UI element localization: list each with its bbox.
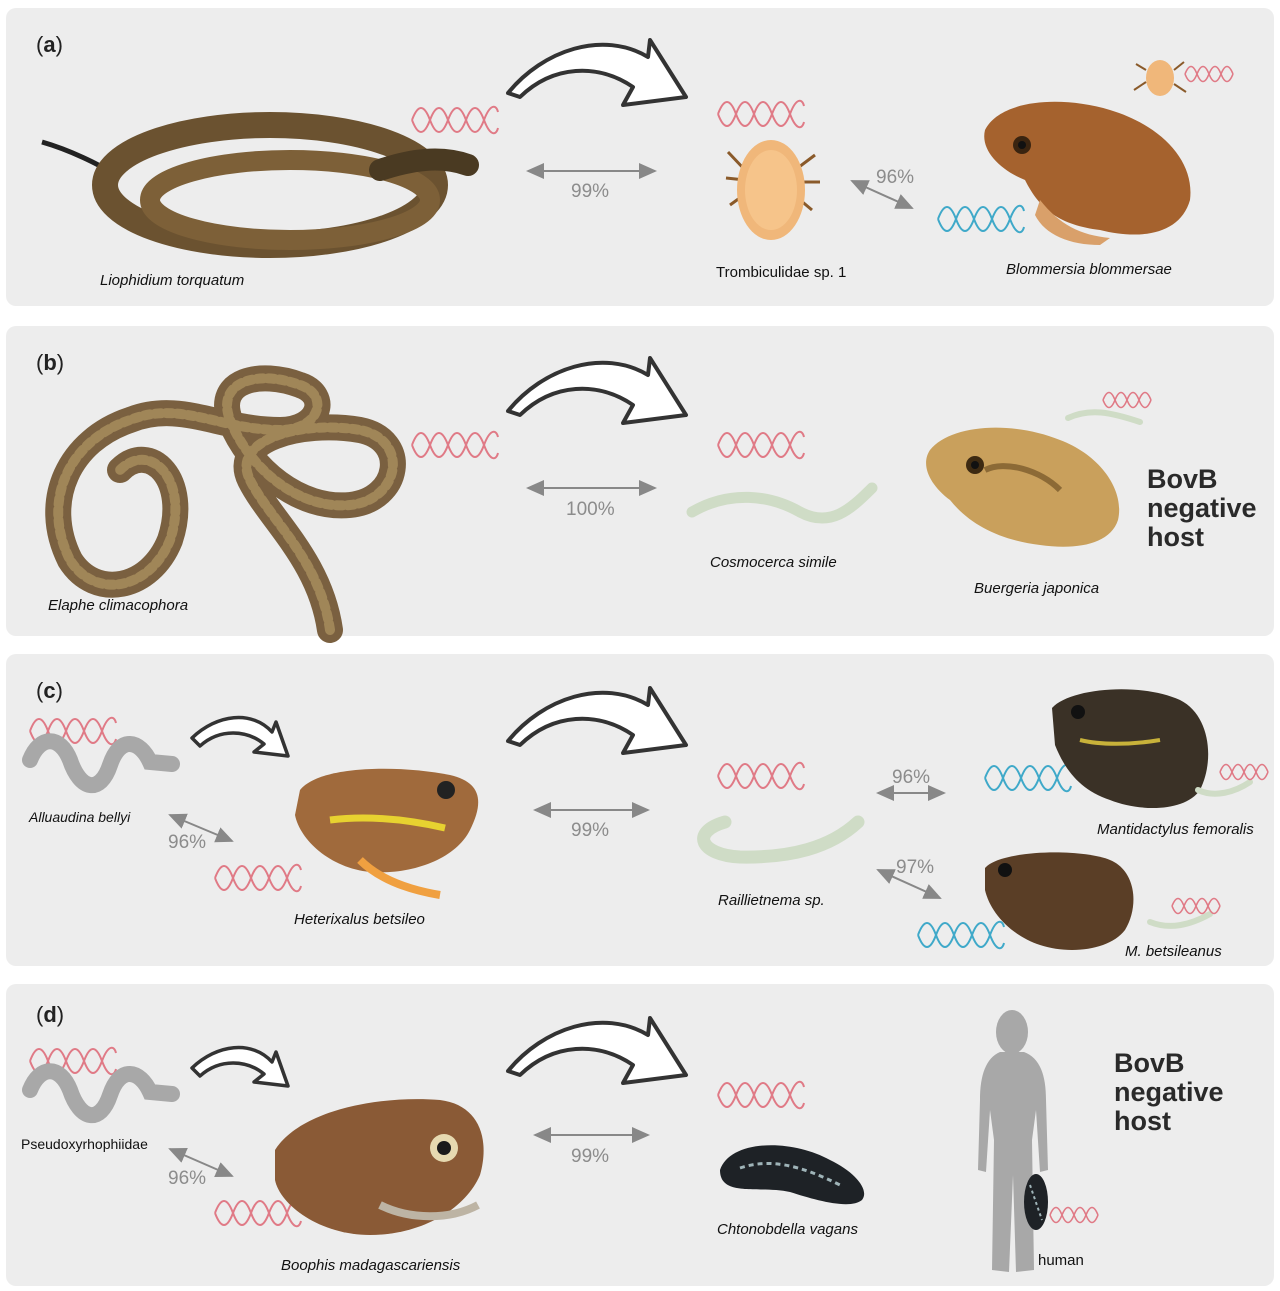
dna-wave-icon: [215, 1200, 301, 1227]
caption-trombiculidae: Trombiculidae sp. 1: [716, 264, 846, 281]
dna-wave-icon: [1172, 899, 1220, 914]
mite-image: [726, 140, 820, 240]
bovb-negative-host-label: BovB negative host: [1114, 1049, 1224, 1136]
caption-heterixalus: Heterixalus betsileo: [294, 911, 425, 928]
frog-buergeria-image: [926, 428, 1119, 547]
frog-boophis-image: [275, 1099, 484, 1235]
panel-d-label: (d): [36, 1002, 64, 1028]
mite-small-image: [1134, 60, 1186, 96]
dna-wave-icon: [1103, 393, 1151, 408]
transfer-arrow-icon: [508, 358, 686, 423]
snake-liophidium-image: [42, 125, 468, 245]
leech-on-human-image: [1024, 1174, 1048, 1230]
snake-elaphe-image: [58, 378, 393, 630]
human-silhouette-icon: [978, 1010, 1048, 1272]
percent-identity: 96%: [168, 832, 206, 854]
caption-liophidium: Liophidium torquatum: [100, 272, 244, 289]
dna-wave-icon: [718, 1082, 804, 1109]
percent-identity: 99%: [571, 181, 609, 203]
caption-alluaudina: Alluaudina bellyi: [29, 809, 130, 825]
dna-wave-icon: [412, 432, 498, 459]
percent-identity: 96%: [168, 1168, 206, 1190]
caption-mantidactylus-femoralis: Mantidactylus femoralis: [1097, 821, 1254, 838]
transfer-arrow-icon: [192, 718, 288, 756]
dna-wave-icon: [1220, 765, 1268, 780]
transfer-arrow-icon: [192, 1048, 288, 1086]
bovb-negative-host-label: BovB negative host: [1147, 465, 1257, 552]
nematode-small-image: [1198, 782, 1250, 794]
caption-m-betsileanus: M. betsileanus: [1125, 943, 1222, 960]
caption-blommersia: Blommersia blommersae: [1006, 261, 1172, 278]
caption-elaphe: Elaphe climacophora: [48, 597, 188, 614]
frog-mantidactylus-femoralis-image: [1052, 689, 1208, 808]
caption-human: human: [1038, 1252, 1084, 1269]
dna-wave-icon: [1050, 1208, 1098, 1223]
percent-identity: 96%: [892, 767, 930, 789]
dna-wave-icon: [718, 101, 804, 128]
transfer-arrow-icon: [508, 40, 686, 105]
caption-cosmocerca: Cosmocerca simile: [710, 554, 837, 571]
caption-boophis: Boophis madagascariensis: [281, 1257, 460, 1274]
frog-heterixalus-image: [295, 769, 478, 895]
dna-wave-icon: [938, 206, 1024, 233]
transfer-arrow-icon: [508, 688, 686, 753]
percent-identity: 97%: [896, 857, 934, 879]
nematode-small-image: [1150, 914, 1210, 926]
dna-wave-icon: [985, 765, 1071, 792]
percent-identity: 99%: [571, 1146, 609, 1168]
snake-silhouette-icon: [30, 1071, 172, 1115]
panel-a-label: (a): [36, 32, 63, 58]
caption-raillietnema: Raillietnema sp.: [718, 892, 825, 909]
transfer-arrow-icon: [508, 1018, 686, 1083]
percent-identity: 99%: [571, 820, 609, 842]
percent-identity: 96%: [876, 167, 914, 189]
nematode-cosmocerca-image: [692, 488, 872, 518]
panel-b-label: (b): [36, 350, 64, 376]
panel-c-label: (c): [36, 678, 63, 704]
dna-wave-icon: [215, 865, 301, 892]
caption-pseudoxyrhophiidae: Pseudoxyrhophiidae: [21, 1136, 148, 1152]
caption-buergeria: Buergeria japonica: [974, 580, 1099, 597]
frog-mantidactylus-betsileanus-image: [985, 852, 1133, 950]
dna-wave-icon: [718, 432, 804, 459]
dna-wave-icon: [918, 922, 1004, 949]
dna-wave-icon: [718, 763, 804, 790]
frog-blommersia-image: [984, 102, 1190, 245]
nematode-small-image: [1068, 412, 1140, 422]
leech-chtonobdella-image: [720, 1145, 864, 1204]
nematode-raillietnema-image: [704, 822, 858, 857]
caption-chtonobdella: Chtonobdella vagans: [717, 1221, 858, 1238]
dna-wave-icon: [1185, 67, 1233, 82]
snake-silhouette-icon: [30, 741, 172, 785]
dna-wave-icon: [412, 107, 498, 134]
percent-identity: 100%: [566, 499, 615, 521]
